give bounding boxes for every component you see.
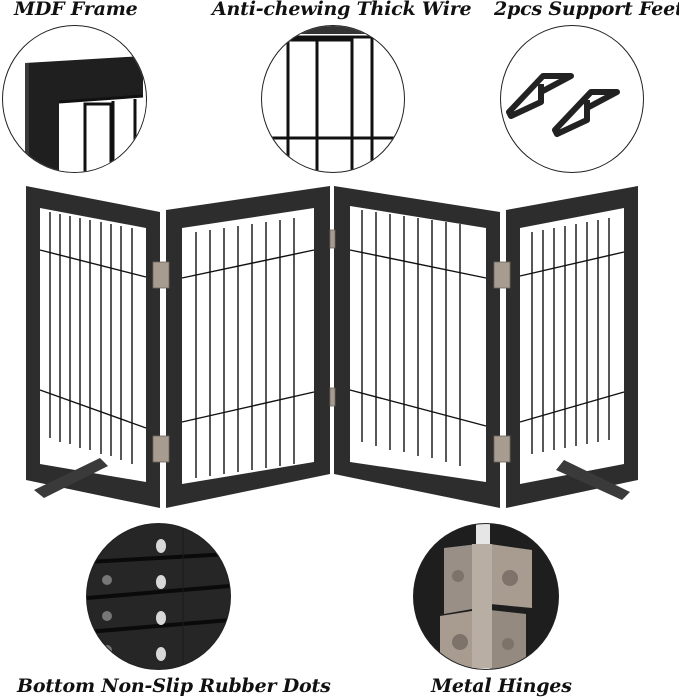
pet-gate-image <box>26 186 638 508</box>
feature-label-thick-wire: Anti-chewing Thick Wire <box>212 0 472 20</box>
gate-panel-2 <box>166 186 330 508</box>
mdf-frame-detail-image <box>2 25 147 173</box>
thick-wire-detail-image <box>261 25 405 173</box>
gate-panel-1 <box>26 186 160 508</box>
gate-panel-3 <box>334 186 500 508</box>
metal-hinge-icon <box>414 524 558 669</box>
rubber-dots-icon <box>87 524 230 669</box>
metal-hinges-detail-image <box>413 523 559 670</box>
support-feet-icon <box>506 73 620 137</box>
support-feet-detail-image <box>500 25 644 173</box>
feature-label-mdf-frame: MDF Frame <box>14 0 138 20</box>
feature-label-metal-hinges: Metal Hinges <box>431 675 572 697</box>
gate-panel-4 <box>506 186 638 508</box>
mdf-frame-corner-icon <box>25 56 146 172</box>
wire-grid-icon <box>262 26 404 172</box>
feature-label-support-feet: 2pcs Support Feets <box>494 0 679 20</box>
feature-label-rubber-dots: Bottom Non-Slip Rubber Dots <box>17 675 331 697</box>
rubber-dots-detail-image <box>86 523 231 670</box>
hinges <box>152 229 511 463</box>
